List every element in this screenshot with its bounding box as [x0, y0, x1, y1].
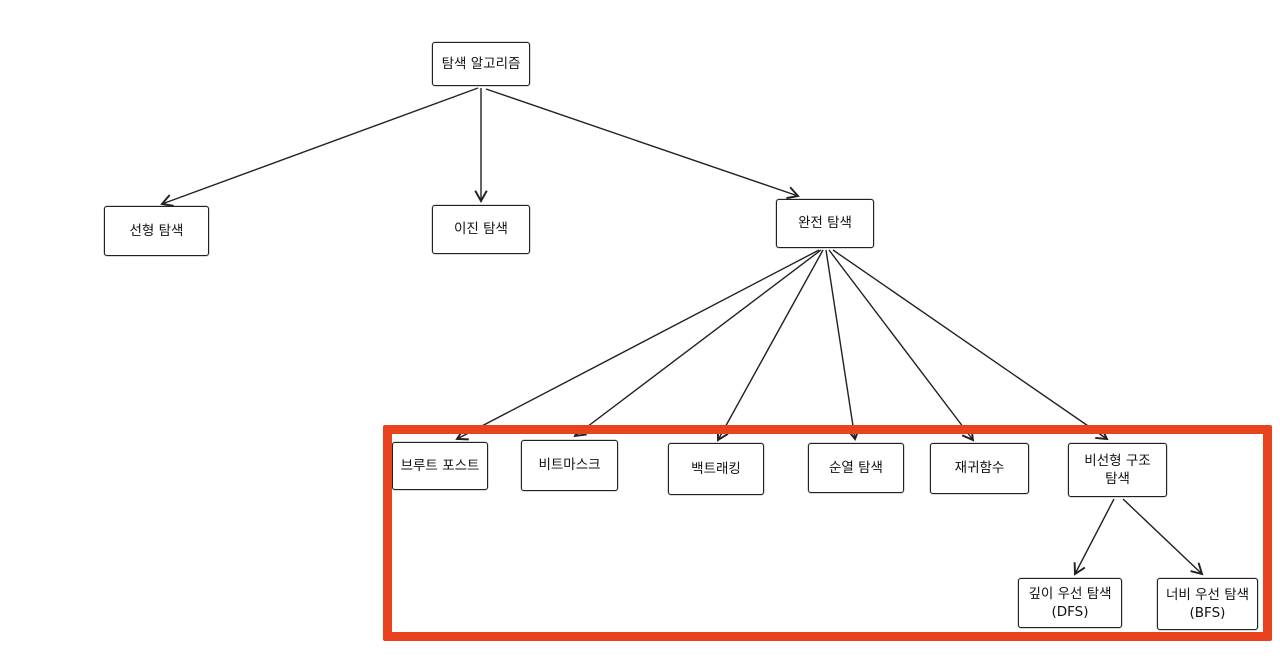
- node-brute-force: 브루트 포스트: [392, 442, 488, 490]
- edge-complete-recursion: [828, 249, 975, 442]
- edge-root-complete: [485, 88, 800, 200]
- node-linear-search: 선형 탐색: [104, 206, 209, 256]
- node-depth-first-search: 깊이 우선 탐색 (DFS): [1018, 578, 1122, 628]
- node-bitmask-label: 비트마스크: [538, 457, 601, 474]
- node-linear-search-label: 선형 탐색: [129, 222, 184, 239]
- edge-nonlinear-dfs: [1073, 498, 1115, 576]
- node-backtracking: 백트래킹: [668, 443, 764, 495]
- node-exhaustive-search: 완전 탐색: [776, 199, 874, 248]
- edge-root-linear: [160, 87, 479, 207]
- node-bitmask: 비트마스크: [521, 440, 618, 491]
- node-recursive-function-label: 재귀함수: [954, 460, 1005, 477]
- node-brute-force-label: 브루트 포스트: [400, 457, 480, 474]
- node-exhaustive-search-label: 완전 탐색: [798, 215, 852, 232]
- node-nonlinear-structure-search: 비선형 구조 탐색: [1068, 443, 1167, 497]
- node-backtracking-label: 백트래킹: [691, 460, 741, 477]
- node-nonlinear-structure-search-label: 비선형 구조 탐색: [1084, 452, 1151, 487]
- edge-complete-bitmask: [573, 249, 822, 438]
- node-permutation-search: 순열 탐색: [808, 443, 904, 493]
- node-search-algorithm: 탐색 알고리즘: [432, 42, 530, 86]
- node-depth-first-search-label: 깊이 우선 탐색 (DFS): [1028, 585, 1112, 620]
- edge-complete-nonlinear: [832, 249, 1109, 441]
- node-recursive-function: 재귀함수: [930, 443, 1029, 494]
- node-permutation-search-label: 순열 탐색: [829, 459, 883, 476]
- node-binary-search-label: 이진 탐색: [454, 221, 508, 238]
- node-breadth-first-search: 너비 우선 탐색 (BFS): [1157, 578, 1258, 630]
- edge-complete-backtrack: [716, 249, 824, 442]
- node-binary-search: 이진 탐색: [432, 205, 530, 254]
- edge-complete-permutation: [825, 249, 861, 441]
- node-search-algorithm-label: 탐색 알고리즘: [441, 55, 521, 72]
- edge-nonlinear-bfs: [1122, 498, 1204, 576]
- edge-complete-brute: [455, 249, 820, 441]
- node-breadth-first-search-label: 너비 우선 탐색 (BFS): [1165, 586, 1250, 621]
